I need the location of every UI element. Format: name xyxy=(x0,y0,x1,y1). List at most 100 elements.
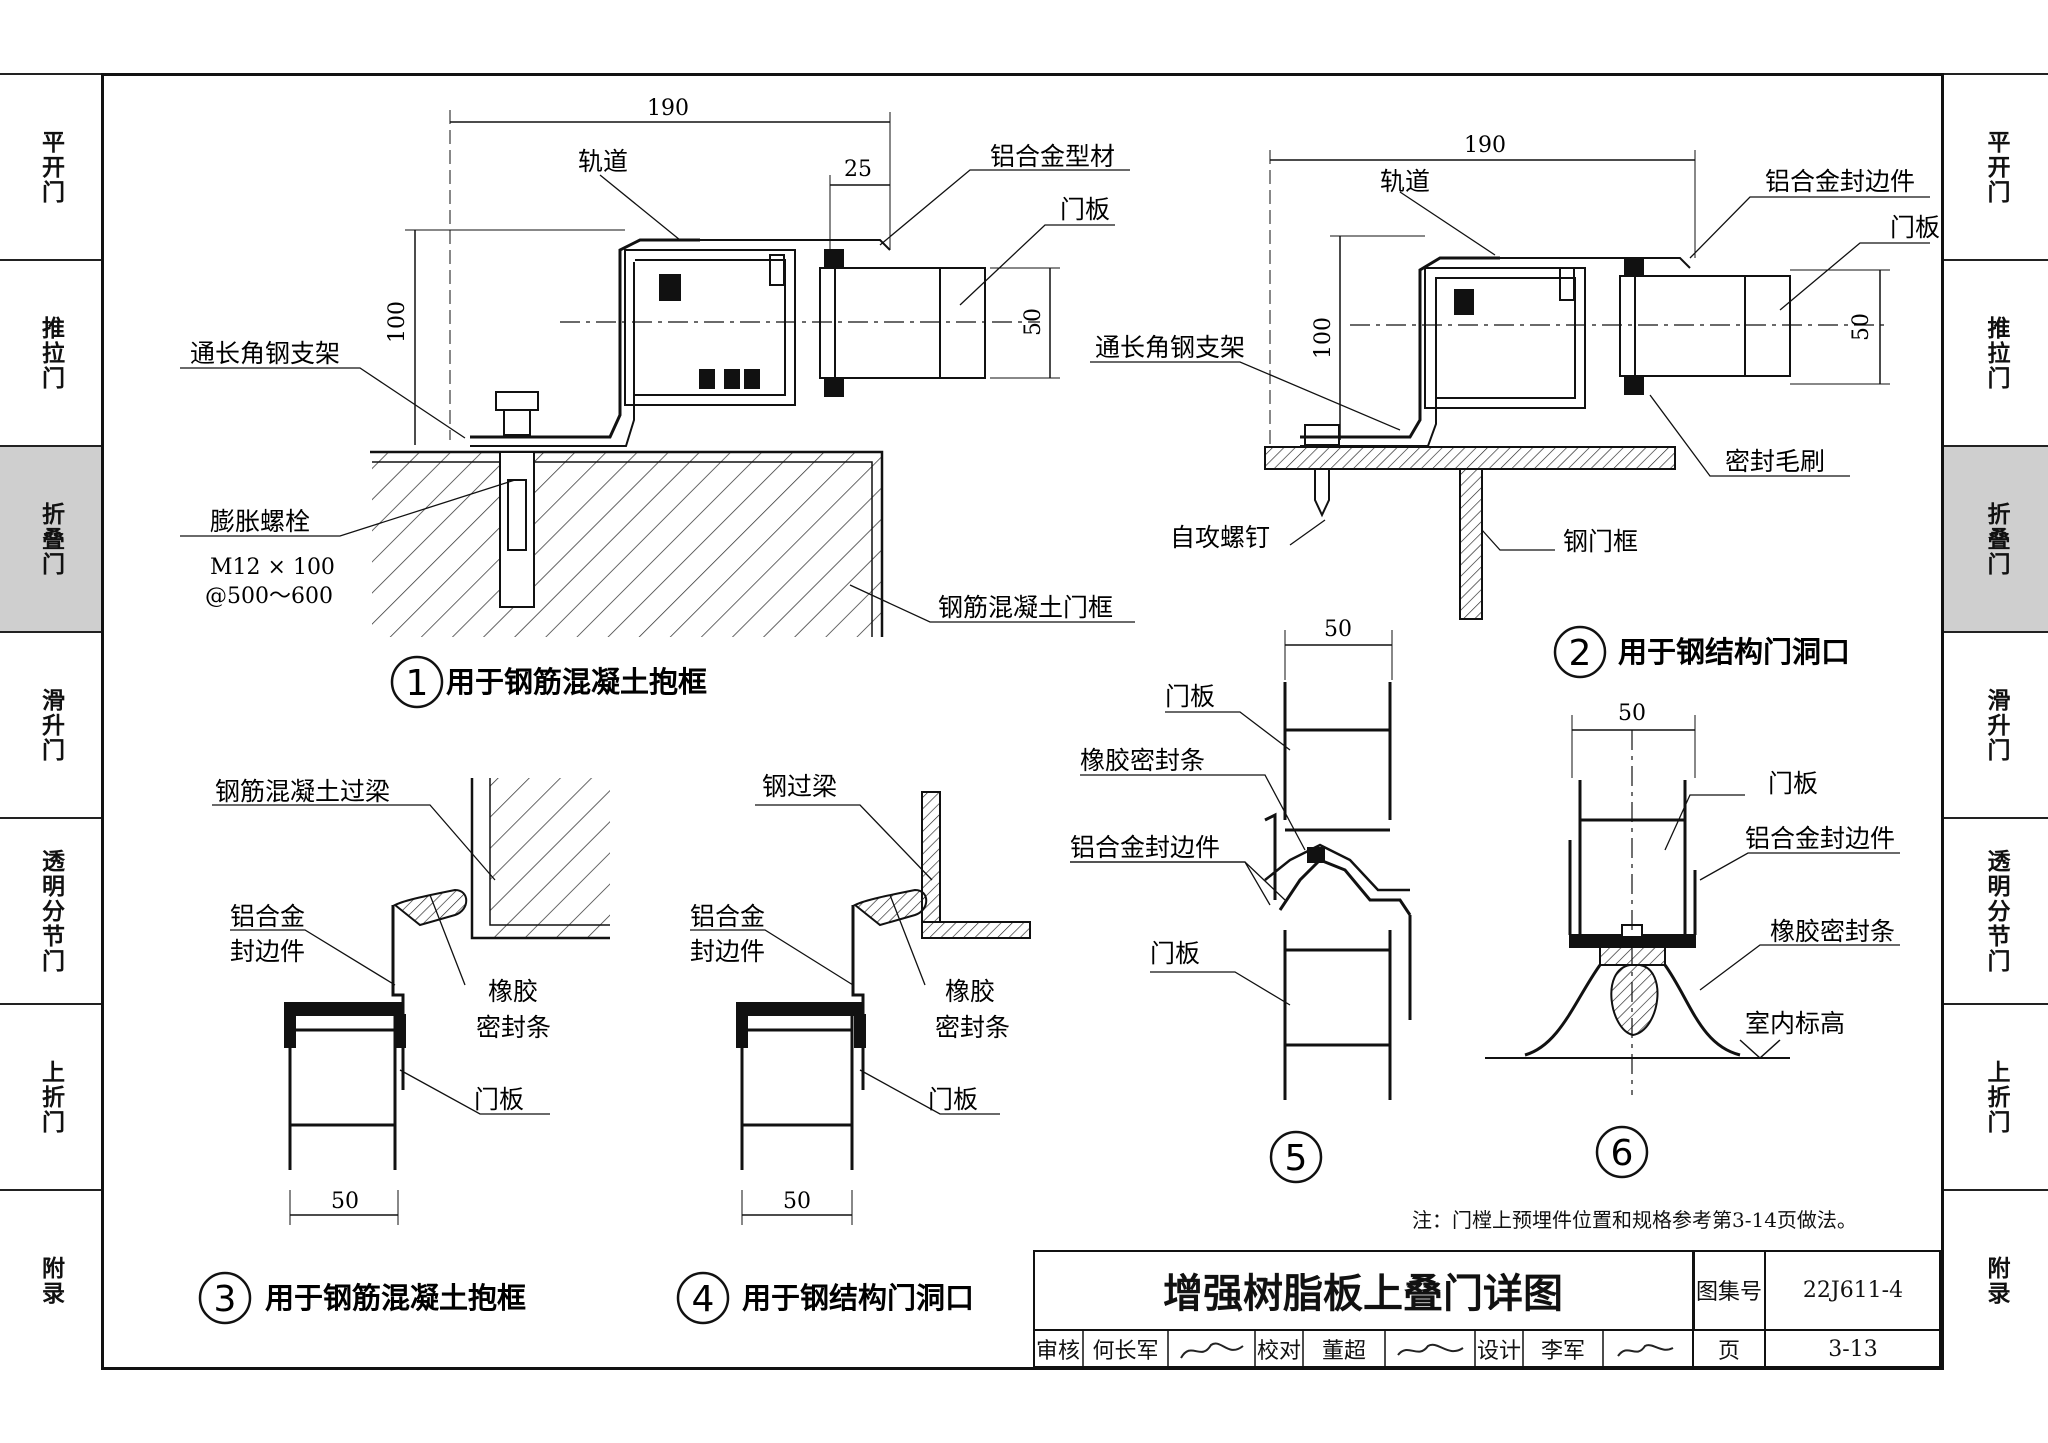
right-side-tabs: 平开门 推拉门 折叠门 滑升门 透明分节门 上折门 附录 xyxy=(1944,73,2048,1370)
expansion-bolt xyxy=(499,451,535,608)
side-tab-lift-r[interactable]: 滑升门 xyxy=(1944,631,2048,817)
review-label: 审核 xyxy=(1035,1339,1080,1364)
d3-label-beam: 钢筋混凝土过梁 xyxy=(215,777,390,806)
d4-label-seal1: 橡胶 xyxy=(945,977,995,1006)
d5-label-edge: 铝合金封边件 xyxy=(1070,833,1220,862)
d2-number: 2 xyxy=(1569,633,1592,674)
d1-label-panel: 门板 xyxy=(1060,195,1110,224)
d2-caption: 用于钢结构门洞口 xyxy=(1618,635,1850,669)
d3-label-seal1: 橡胶 xyxy=(488,977,538,1006)
detail-2 xyxy=(1090,150,1930,620)
d1-label-angle: 通长角钢支架 xyxy=(190,339,340,368)
d5-label-seal: 橡胶密封条 xyxy=(1080,746,1205,775)
side-tab-folding-r[interactable]: 折叠门 xyxy=(1944,445,2048,631)
d1-bolt-spec2: @500～600 xyxy=(205,584,333,609)
reviewer-signature xyxy=(1180,1342,1244,1359)
d2-number-circle xyxy=(1553,625,1607,679)
aluminum-profile xyxy=(624,249,796,406)
d5-number: 5 xyxy=(1285,1138,1308,1179)
d6-label-panel: 门板 xyxy=(1768,769,1818,798)
d3-label-edge1: 铝合金 xyxy=(230,902,305,931)
d1-label-frame: 钢筋混凝土门框 xyxy=(938,593,1113,622)
design-label: 设计 xyxy=(1476,1339,1521,1364)
d6-label-seal: 橡胶密封条 xyxy=(1770,917,1895,946)
side-tab-sliding[interactable]: 推拉门 xyxy=(0,259,101,445)
side-tab-appendix[interactable]: 附录 xyxy=(0,1189,101,1370)
d1-number-circle xyxy=(390,655,444,709)
side-tab-lift[interactable]: 滑升门 xyxy=(0,631,101,817)
side-tab-swing-r[interactable]: 平开门 xyxy=(1944,73,2048,259)
d1-label-bolt: 膨胀螺栓 xyxy=(210,507,310,536)
d4-dim-50: 50 xyxy=(783,1189,811,1214)
detail-4 xyxy=(690,791,1031,1225)
check-label: 校对 xyxy=(1256,1339,1301,1364)
d2-label-track: 轨道 xyxy=(1380,167,1430,196)
side-tab-upfold-r[interactable]: 上折门 xyxy=(1944,1003,2048,1189)
d4-number-circle xyxy=(676,1271,730,1325)
title-block-grid xyxy=(1033,1250,1941,1368)
detail-6 xyxy=(1485,715,1900,1095)
detail-2-text: 190 100 50 轨道 铝合金封边件 门板 通长角钢支架 密封毛刷 自攻螺钉… xyxy=(1095,133,1940,679)
d2-label-angle: 通长角钢支架 xyxy=(1095,333,1245,362)
d4-number: 4 xyxy=(692,1279,715,1320)
checker-name: 董超 xyxy=(1321,1339,1366,1364)
d3-caption: 用于钢筋混凝土抱框 xyxy=(265,1281,526,1315)
detail-3 xyxy=(212,778,610,1225)
d4-label-panel: 门板 xyxy=(928,1085,978,1114)
d4-label-beam: 钢过梁 xyxy=(762,772,837,801)
concrete-frame-hatch xyxy=(372,452,882,637)
side-tab-appendix-r[interactable]: 附录 xyxy=(1944,1189,2048,1370)
detail-6-text: 50 门板 铝合金封边件 橡胶密封条 室内标高 6 xyxy=(1595,701,1895,1179)
d2-dim-190: 190 xyxy=(1464,133,1506,158)
d6-label-edge: 铝合金封边件 xyxy=(1745,824,1895,853)
door-panel-1 xyxy=(819,267,986,379)
side-tab-sliding-r[interactable]: 推拉门 xyxy=(1944,259,2048,445)
d3-number: 3 xyxy=(214,1279,237,1320)
detail-5 xyxy=(1070,630,1412,1100)
drawing-frame xyxy=(101,73,1944,1370)
d2-label-edge: 铝合金封边件 xyxy=(1765,167,1915,196)
d3-label-edge2: 封边件 xyxy=(230,937,305,966)
steel-plate xyxy=(1264,446,1676,470)
detail-1-text: 190 25 100 50 轨道 铝合金型材 门板 通长角钢支架 膨胀螺栓 M1… xyxy=(190,96,1115,709)
designer-name: 李军 xyxy=(1540,1339,1585,1364)
page-label: 页 xyxy=(1717,1339,1740,1364)
d1-dim-190: 190 xyxy=(647,96,689,121)
checker-signature xyxy=(1397,1343,1464,1356)
side-tab-swing[interactable]: 平开门 xyxy=(0,73,101,259)
designer-signature xyxy=(1617,1344,1674,1357)
left-side-tabs: 平开门 推拉门 折叠门 滑升门 透明分节门 上折门 附录 xyxy=(0,73,101,1370)
detail-4-text: 钢过梁 铝合金 封边件 橡胶 密封条 门板 50 4 用于钢结构门洞口 xyxy=(676,772,1010,1325)
d2-dim-100: 100 xyxy=(1311,317,1336,359)
d3-label-panel: 门板 xyxy=(474,1085,524,1114)
d6-number-circle xyxy=(1595,1125,1649,1179)
d1-dim-100: 100 xyxy=(385,301,410,343)
d6-label-floor: 室内标高 xyxy=(1745,1009,1845,1038)
aluminum-profile-2 xyxy=(1424,267,1586,409)
detail-1 xyxy=(180,110,1135,637)
d1-label-track: 轨道 xyxy=(578,147,628,176)
atlas-label: 图集号 xyxy=(1695,1280,1762,1305)
d5-label-panel-bottom: 门板 xyxy=(1150,939,1200,968)
d6-dim-50: 50 xyxy=(1618,701,1646,726)
d3-label-seal2: 密封条 xyxy=(476,1013,551,1042)
reviewer-name: 何长军 xyxy=(1092,1339,1159,1364)
d5-label-panel-top: 门板 xyxy=(1165,682,1215,711)
d3-number-circle xyxy=(198,1271,252,1325)
title-block: 增强树脂板上叠门详图 图集号 22J611-4 审核 何长军 校对 董超 设计 … xyxy=(1033,1250,1941,1368)
d2-label-screw: 自攻螺钉 xyxy=(1170,523,1270,552)
d1-dim-50: 50 xyxy=(1021,308,1046,336)
door-panel-2 xyxy=(1619,275,1791,377)
detail-3-text: 钢筋混凝土过梁 铝合金 封边件 橡胶 密封条 门板 50 3 用于钢筋混凝土抱框 xyxy=(198,777,551,1325)
d1-caption: 用于钢筋混凝土抱框 xyxy=(446,665,707,699)
side-tab-upfold[interactable]: 上折门 xyxy=(0,1003,101,1189)
d2-label-panel: 门板 xyxy=(1890,213,1940,242)
d1-bolt-spec1: M12 × 100 xyxy=(210,555,335,580)
side-tab-folding[interactable]: 折叠门 xyxy=(0,445,101,631)
d6-number: 6 xyxy=(1611,1133,1634,1174)
side-tab-sectional[interactable]: 透明分节门 xyxy=(0,817,101,1003)
side-tab-sectional-r[interactable]: 透明分节门 xyxy=(1944,817,2048,1003)
d3-dim-50: 50 xyxy=(331,1189,359,1214)
note: 注：门樘上预埋件位置和规格参考第3-14页做法。 xyxy=(1412,1208,1857,1232)
